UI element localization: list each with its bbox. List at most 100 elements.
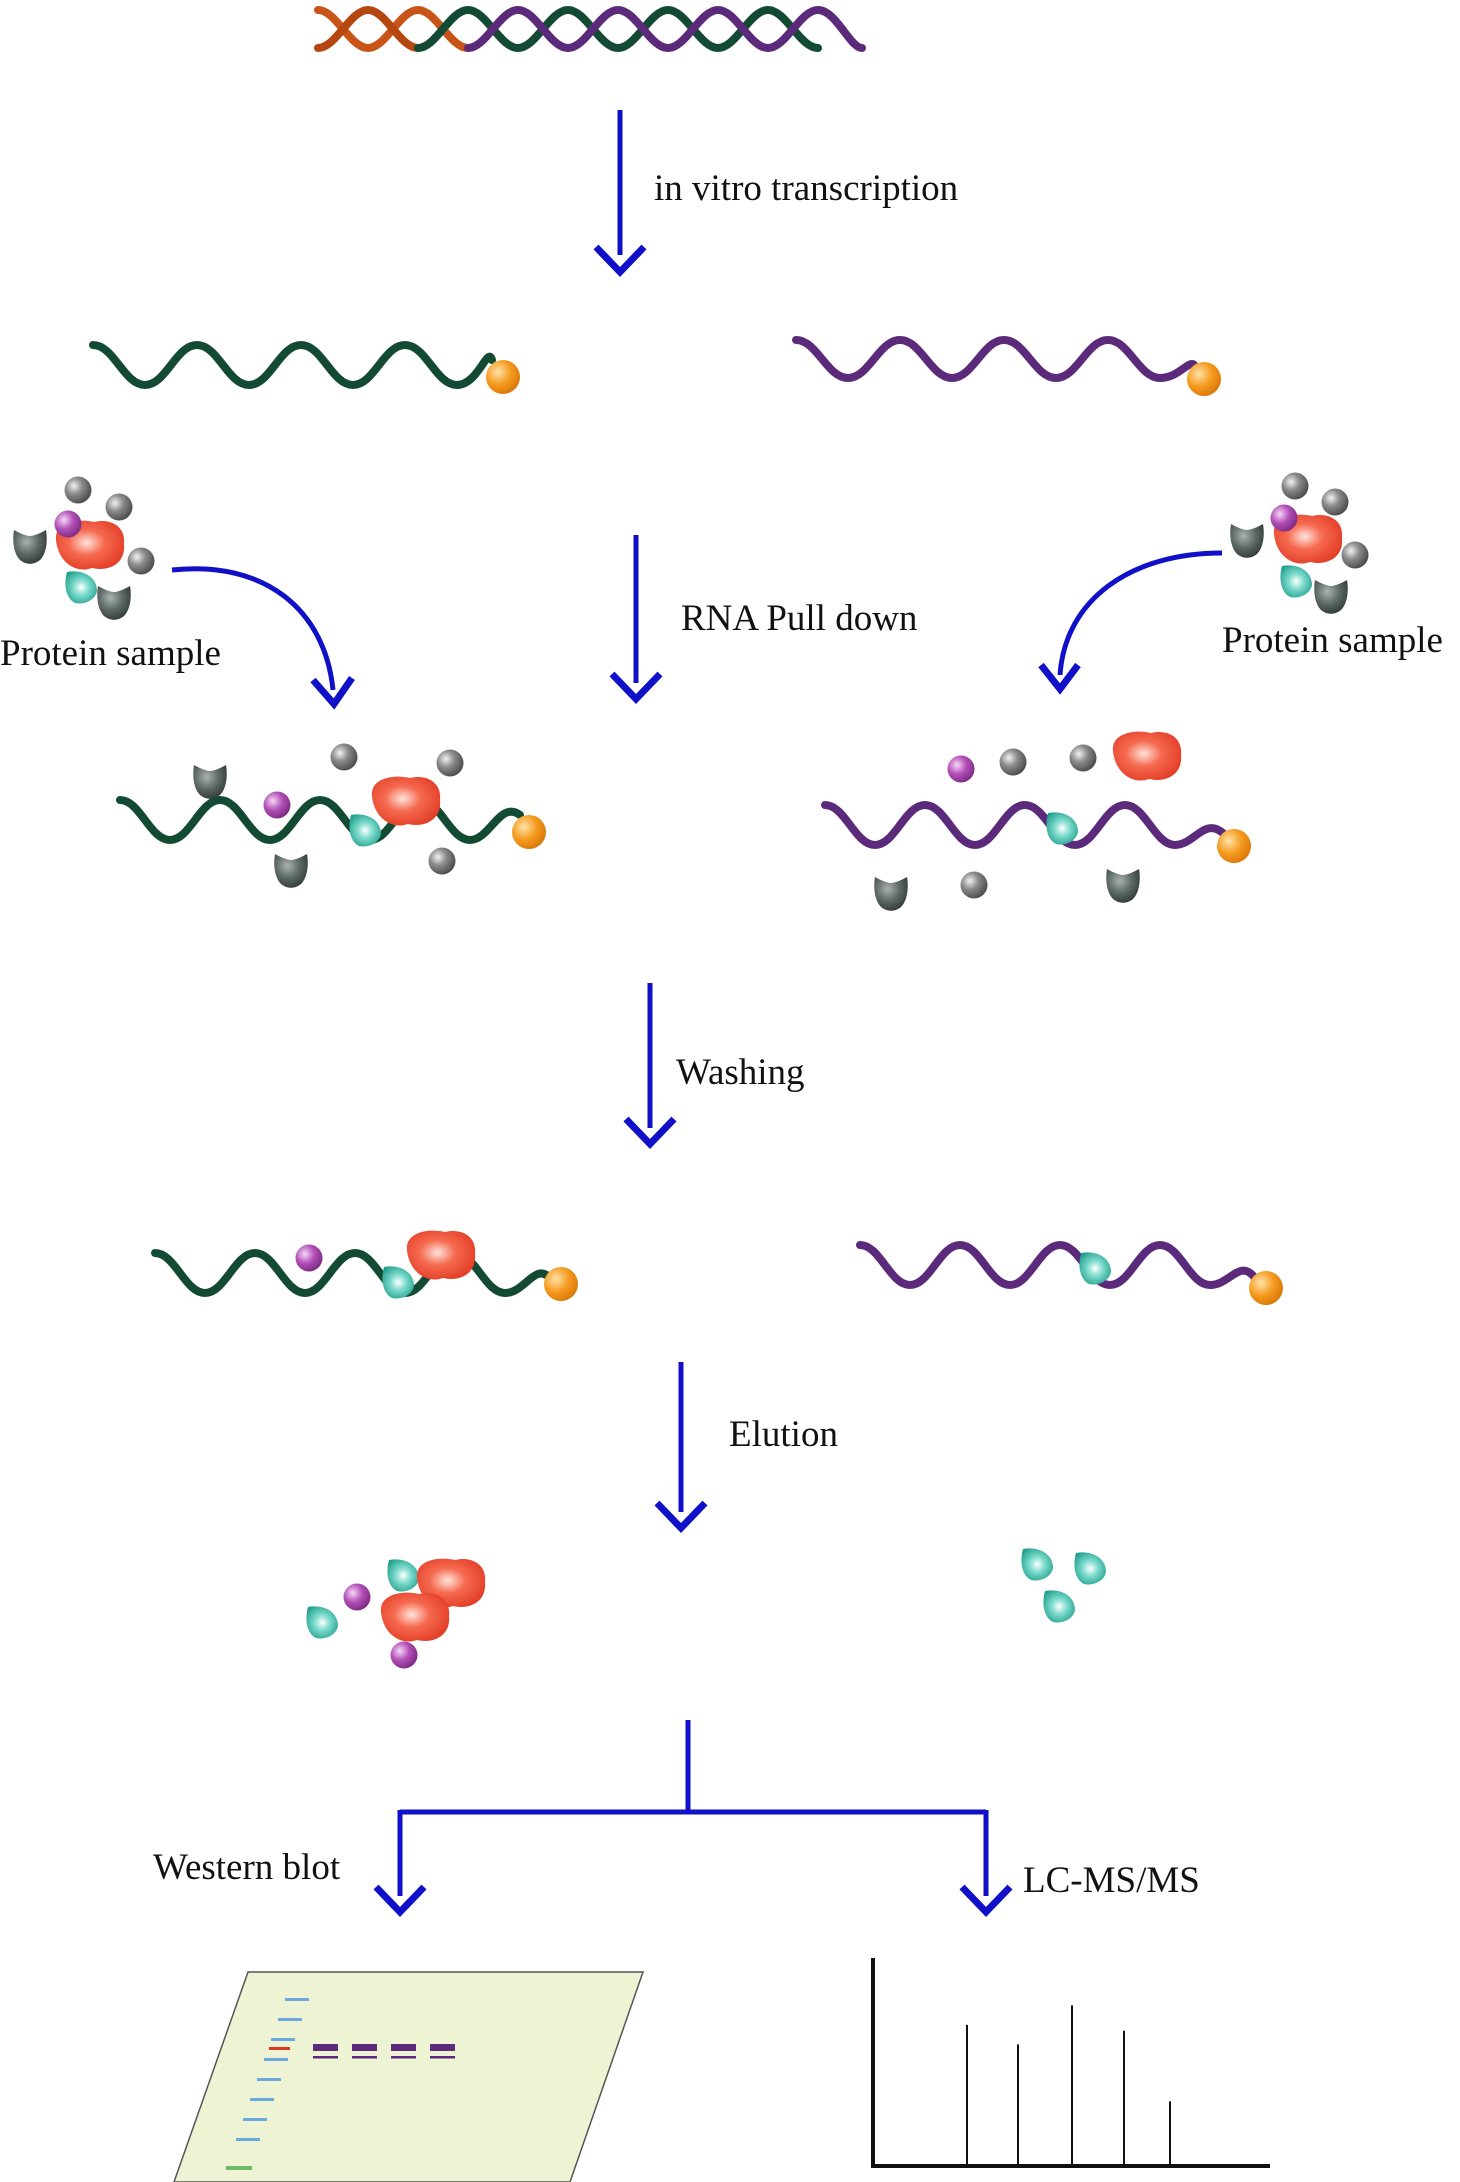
protein-red-blob-icon [371,776,441,826]
arrow-in-vitro-transcription [593,110,647,278]
rna-bound-proteins-right [856,1240,1283,1305]
protein-purple-sphere-icon [263,791,291,819]
western-blot-ladder [236,1998,309,2141]
rna-transcript-purple [792,335,1221,396]
western-blot-band-purple-faint [313,2056,338,2059]
protein-gray-sphere-icon [999,748,1027,776]
protein-gray-sphere-icon [1281,472,1309,500]
western-blot-ladder-band [271,2038,295,2041]
rna-transcript-green [89,340,520,394]
protein-purple-sphere-icon [343,1583,371,1611]
protein-teal-drop-icon [1280,565,1312,598]
eluted-proteins-left [306,1558,486,1669]
protein-gray-sphere-icon [428,847,456,875]
western-blot-band-purple [352,2044,377,2051]
protein-teal-drop-icon [1043,1590,1075,1623]
protein-gray-sphere-icon [960,871,988,899]
protein-gray-sphere-icon [1341,541,1369,569]
arrow-protein-sample-right [1057,550,1223,676]
western-blot-ladder-band [285,1998,309,2001]
western-blot-band-purple [430,2044,455,2051]
protein-teal-drop-icon [306,1606,338,1639]
western-blot-ladder-band [243,2118,267,2121]
protein-gray-sphere-icon [330,743,358,771]
protein-purple-sphere-icon [947,755,975,783]
western-blot-band-purple-faint [391,2056,416,2059]
biotin-bead-icon [544,1267,578,1301]
western-blot-ladder-band [278,2018,302,2021]
eluted-proteins-right [1021,1548,1106,1623]
protein-red-blob-icon [380,1592,450,1642]
arrow-washing [623,983,677,1150]
western-blot-ladder-band [257,2078,281,2081]
protein-dark-cup-icon [1314,580,1348,614]
arrow-split-analysis [373,1720,1013,1918]
protein-teal-drop-icon [1021,1548,1053,1581]
protein-dark-cup-icon [13,530,47,564]
arrow-rna-pull-down [609,535,663,705]
protein-gray-sphere-icon [105,493,133,521]
biotin-bead-icon [1249,1271,1283,1305]
protein-teal-drop-icon [1046,812,1078,845]
western-blot-band-purple [313,2044,338,2051]
rna-protein-mixture-left [116,743,546,888]
protein-dark-cup-icon [874,877,908,911]
protein-gray-sphere-icon [127,547,155,575]
western-blot-ladder-band [236,2138,260,2141]
protein-gray-sphere-icon [1069,744,1097,772]
western-blot-band-purple [391,2044,416,2051]
protein-gray-sphere-icon [1321,488,1349,516]
western-blot-band-purple-faint [430,2056,455,2059]
western-blot-band-purple-faint [352,2056,377,2059]
dna-double-helix [314,5,866,53]
label-in-vitro-transcription: in vitro transcription [654,168,958,209]
protein-teal-drop-icon [349,814,381,847]
arrow-head [1038,662,1081,695]
biotin-bead-icon [512,815,546,849]
western-blot-membrane [173,1971,645,2182]
label-protein-sample-right: Protein sample [1222,620,1443,661]
protein-sample-cluster-left [13,476,155,620]
protein-dark-cup-icon [97,586,131,620]
protein-gray-sphere-icon [64,476,92,504]
protein-red-blob-icon [1112,731,1182,781]
biotin-bead-icon [1217,829,1251,863]
protein-gray-sphere-icon [436,749,464,777]
protein-teal-drop-icon [1079,1252,1111,1285]
biotin-bead-icon [486,360,520,394]
protein-purple-sphere-icon [390,1641,418,1669]
protein-dark-cup-icon [193,765,227,799]
protein-teal-drop-icon [1074,1552,1106,1585]
protein-teal-drop-icon [65,571,97,604]
dna-strand-orange-2 [314,5,422,52]
label-western-blot: Western blot [153,1847,341,1888]
mass-spectrum-plot [871,1958,1270,2168]
protein-dark-cup-icon [1106,869,1140,903]
label-lc-ms-ms: LC-MS/MS [1023,1860,1200,1901]
protein-dark-cup-icon [1230,524,1264,558]
protein-red-blob-icon [406,1230,476,1280]
dna-strand-green [414,5,822,53]
protein-sample-cluster-right [1230,472,1369,614]
protein-purple-sphere-icon [1270,504,1298,532]
arrow-protein-sample-left [171,566,336,691]
arrow-elution [654,1362,708,1534]
protein-purple-sphere-icon [54,510,82,538]
ms-peaks [966,2005,1171,2164]
western-blot-band-green [226,2166,252,2170]
arrow-head [310,676,355,710]
label-rna-pull-down: RNA Pull down [681,598,917,639]
dna-strand-purple [464,5,866,53]
western-blot-ladder-band [264,2058,288,2061]
protein-teal-drop-icon [382,1266,414,1299]
protein-dark-cup-icon [274,854,308,888]
label-elution: Elution [729,1414,838,1455]
label-washing: Washing [676,1052,805,1093]
biotin-bead-icon [1187,362,1221,396]
label-protein-sample-left: Protein sample [0,633,221,674]
western-blot-sample-lanes [313,2044,455,2059]
western-blot-ladder-band [250,2098,274,2101]
protein-purple-sphere-icon [295,1244,323,1272]
rna-protein-mixture-right [821,731,1251,911]
